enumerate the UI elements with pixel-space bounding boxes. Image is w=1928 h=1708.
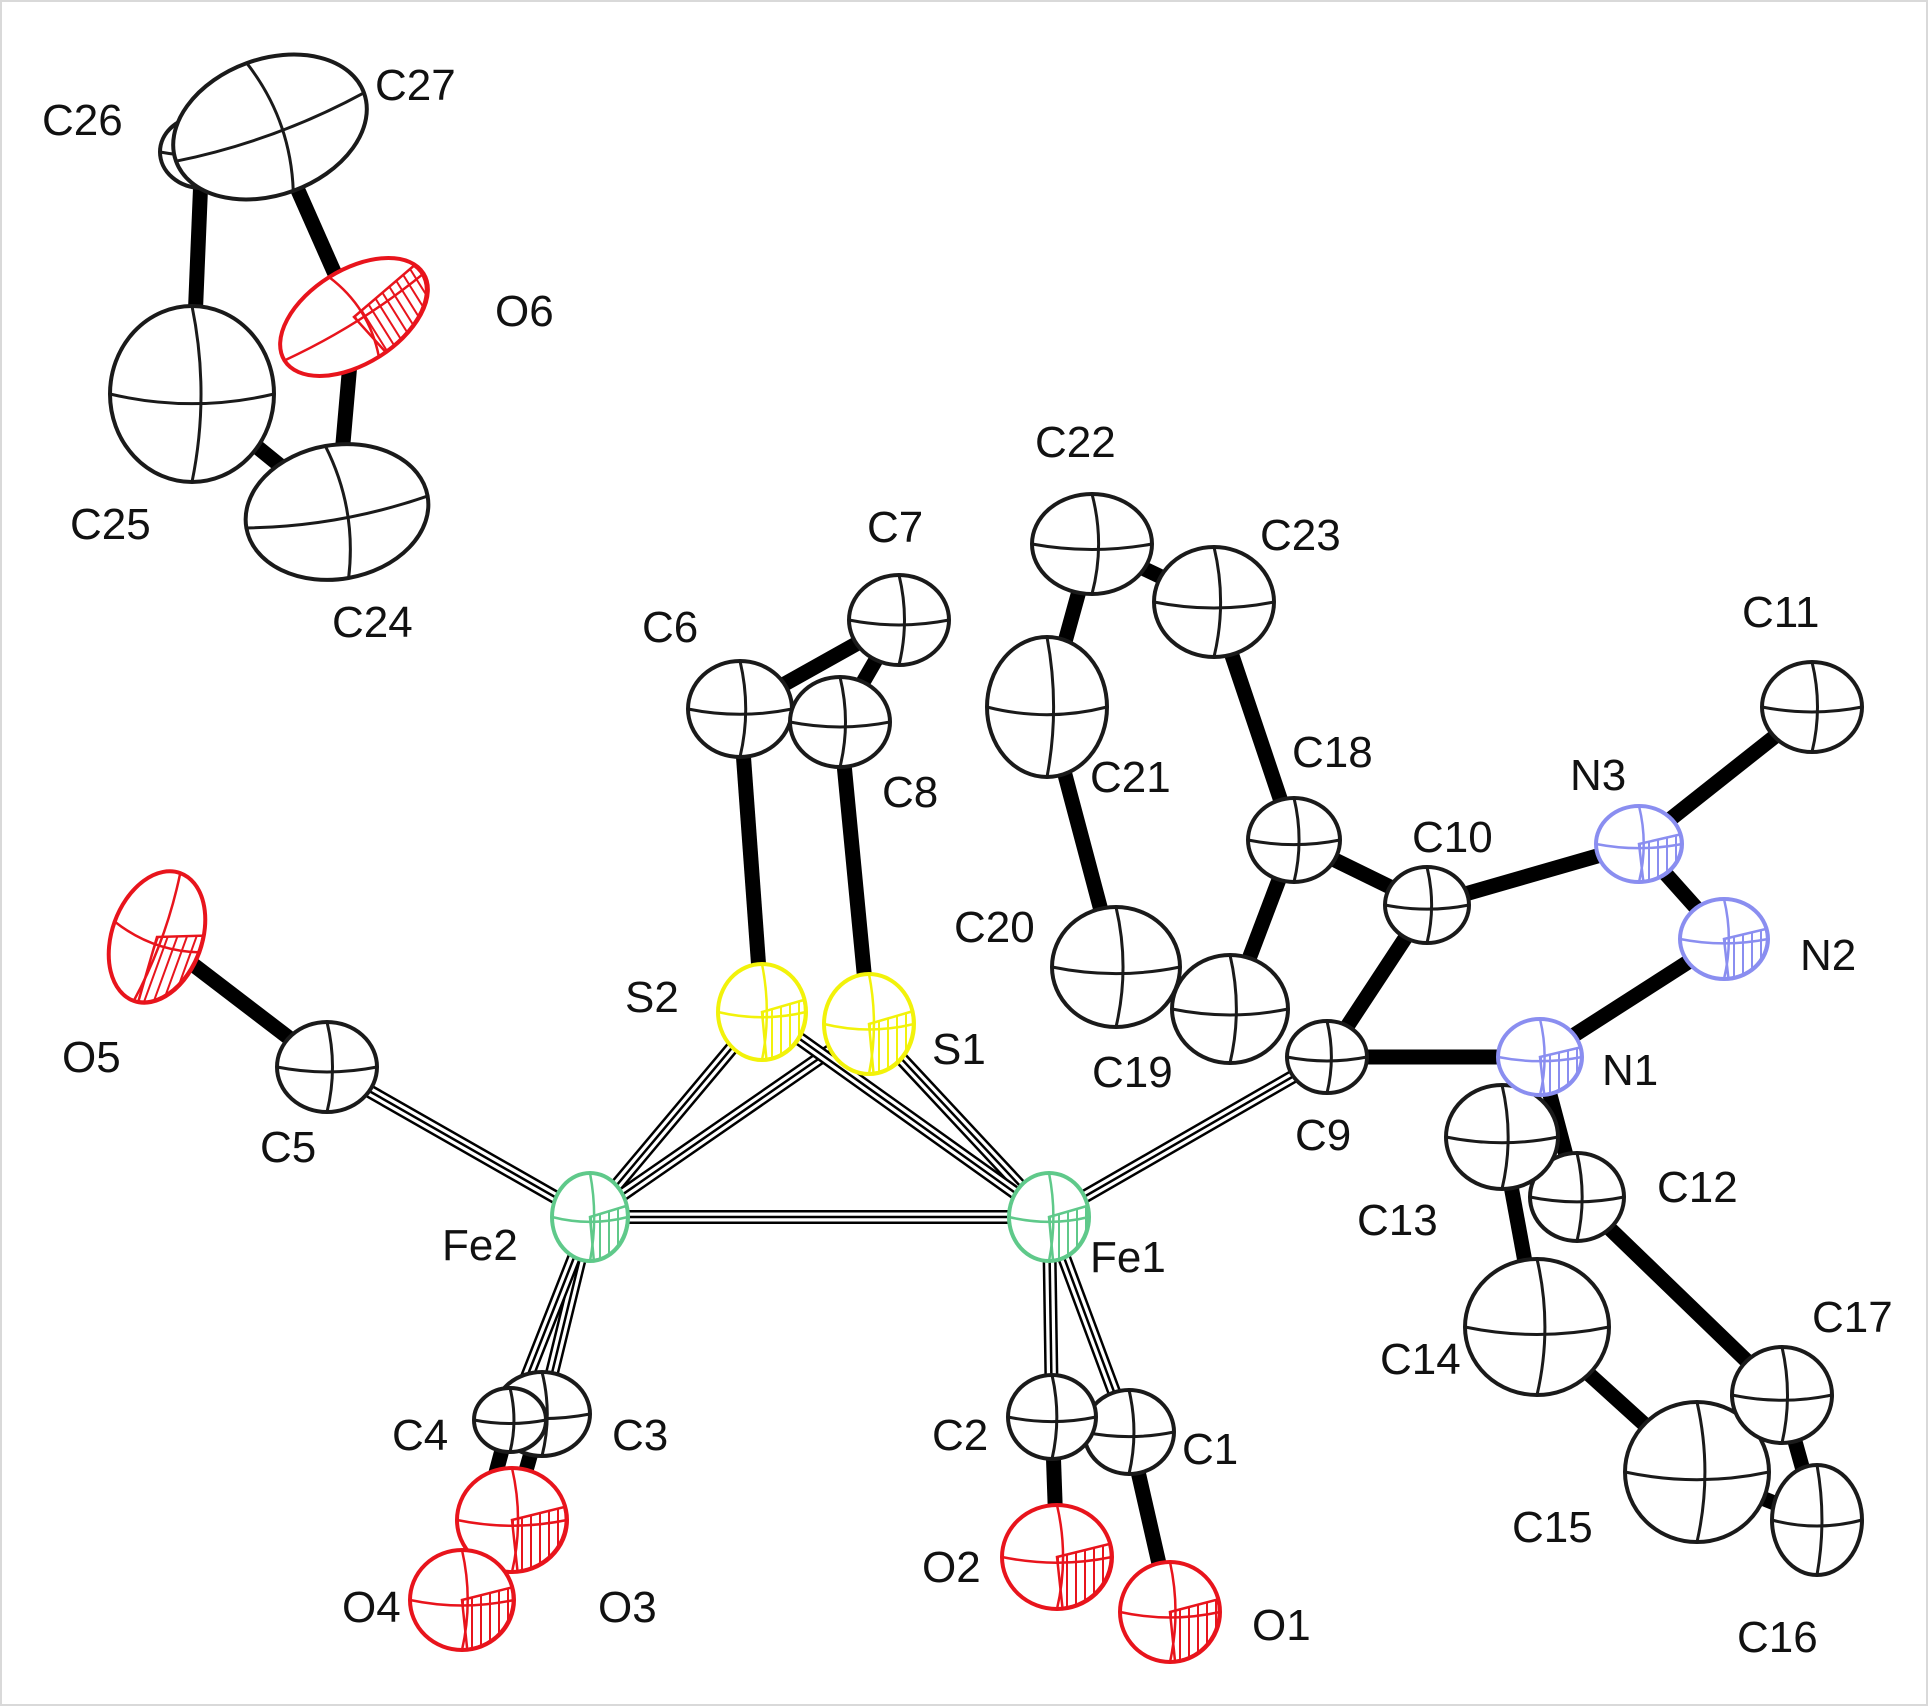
- atom-c11: [1760, 660, 1864, 754]
- atom-label-c2: C2: [932, 1411, 988, 1460]
- atom-o4: [408, 1548, 516, 1652]
- atom-label-c4: C4: [392, 1411, 448, 1460]
- atom-o5: [106, 869, 208, 1005]
- atom-label-c20: C20: [954, 903, 1035, 952]
- atom-n2: [1678, 897, 1770, 981]
- atom-label-o2: O2: [922, 1543, 981, 1592]
- atom-c21: [985, 635, 1109, 779]
- atom-label-c12: C12: [1657, 1163, 1738, 1212]
- atom-label-c10: C10: [1412, 813, 1493, 862]
- atom-c20: [1050, 905, 1182, 1029]
- atom-label-c11: C11: [1742, 588, 1819, 637]
- atom-label-o6: O6: [495, 287, 554, 336]
- atom-fe2: [550, 1171, 630, 1263]
- atom-c6: [686, 659, 794, 759]
- atom-label-c19: C19: [1092, 1048, 1173, 1097]
- atom-c10: [1383, 865, 1471, 945]
- atom-n1: [1496, 1017, 1584, 1097]
- bond-c6-s2: [732, 708, 770, 1013]
- atom-o1: [1118, 1560, 1222, 1664]
- atom-label-n2: N2: [1800, 931, 1856, 980]
- bond-fe1-c9: [1045, 1050, 1331, 1224]
- atom-label-c25: C25: [70, 500, 151, 549]
- atom-label-c3: C3: [612, 1411, 668, 1460]
- atom-label-o1: O1: [1252, 1601, 1311, 1650]
- atom-c22: [1030, 492, 1154, 596]
- atom-c25: [108, 304, 276, 484]
- atom-label-c15: C15: [1512, 1503, 1593, 1552]
- atom-label-c9: C9: [1295, 1111, 1351, 1160]
- atom-label-c1: C1: [1182, 1425, 1238, 1474]
- atom-c4: [472, 1386, 548, 1454]
- atom-c2: [1006, 1373, 1098, 1461]
- atom-fe1: [1007, 1171, 1091, 1263]
- atom-label-n1: N1: [1602, 1046, 1658, 1095]
- atom-label-c23: C23: [1260, 511, 1341, 560]
- atom-c15: [1623, 1400, 1771, 1544]
- atom-label-c7: C7: [867, 503, 923, 552]
- atom-c19: [1170, 953, 1290, 1065]
- atom-s2: [716, 962, 808, 1062]
- atom-label-fe2: Fe2: [442, 1221, 518, 1270]
- atom-label-c14: C14: [1380, 1335, 1461, 1384]
- atom-label-o4: O4: [342, 1583, 401, 1632]
- atom-label-c18: C18: [1292, 728, 1373, 777]
- atom-label-fe1: Fe1: [1090, 1233, 1166, 1282]
- atom-label-s2: S2: [625, 973, 679, 1022]
- atom-label-n3: N3: [1570, 751, 1626, 800]
- atom-label-c27: C27: [375, 61, 456, 110]
- atom-n3: [1594, 804, 1684, 884]
- atom-c9: [1285, 1019, 1369, 1095]
- atoms-layer: [106, 52, 1864, 1664]
- atom-label-o3: O3: [598, 1583, 657, 1632]
- atom-label-c22: C22: [1035, 418, 1116, 467]
- atom-c1: [1082, 1388, 1176, 1476]
- atom-s1: [822, 972, 916, 1076]
- atom-label-c24: C24: [332, 598, 413, 647]
- atom-label-c6: C6: [642, 603, 698, 652]
- atom-o6: [278, 256, 430, 378]
- atom-label-c21: C21: [1090, 753, 1171, 802]
- atom-c18: [1246, 796, 1342, 884]
- bond-fe1-s2: [757, 1006, 1054, 1223]
- atom-label-c26: C26: [42, 96, 123, 145]
- atom-label-c13: C13: [1357, 1196, 1438, 1245]
- atom-c14: [1463, 1257, 1611, 1397]
- atom-c7: [847, 573, 951, 667]
- atom-c27: [171, 52, 369, 202]
- atom-label-o5: O5: [62, 1033, 121, 1082]
- atom-c12: [1528, 1151, 1626, 1243]
- atom-c17: [1730, 1345, 1834, 1445]
- atom-label-c16: C16: [1737, 1613, 1818, 1662]
- atom-label-c17: C17: [1812, 1293, 1893, 1342]
- atom-o3: [455, 1466, 569, 1574]
- atom-c24: [243, 442, 431, 582]
- atom-c23: [1152, 545, 1276, 659]
- atom-c8: [788, 675, 892, 769]
- atom-c5: [275, 1020, 379, 1114]
- atom-label-s1: S1: [932, 1025, 986, 1074]
- atom-c16: [1770, 1463, 1864, 1577]
- atom-label-c8: C8: [882, 768, 938, 817]
- atom-label-c5: C5: [260, 1123, 316, 1172]
- atom-o2: [1000, 1503, 1114, 1611]
- atom-c13: [1444, 1083, 1560, 1191]
